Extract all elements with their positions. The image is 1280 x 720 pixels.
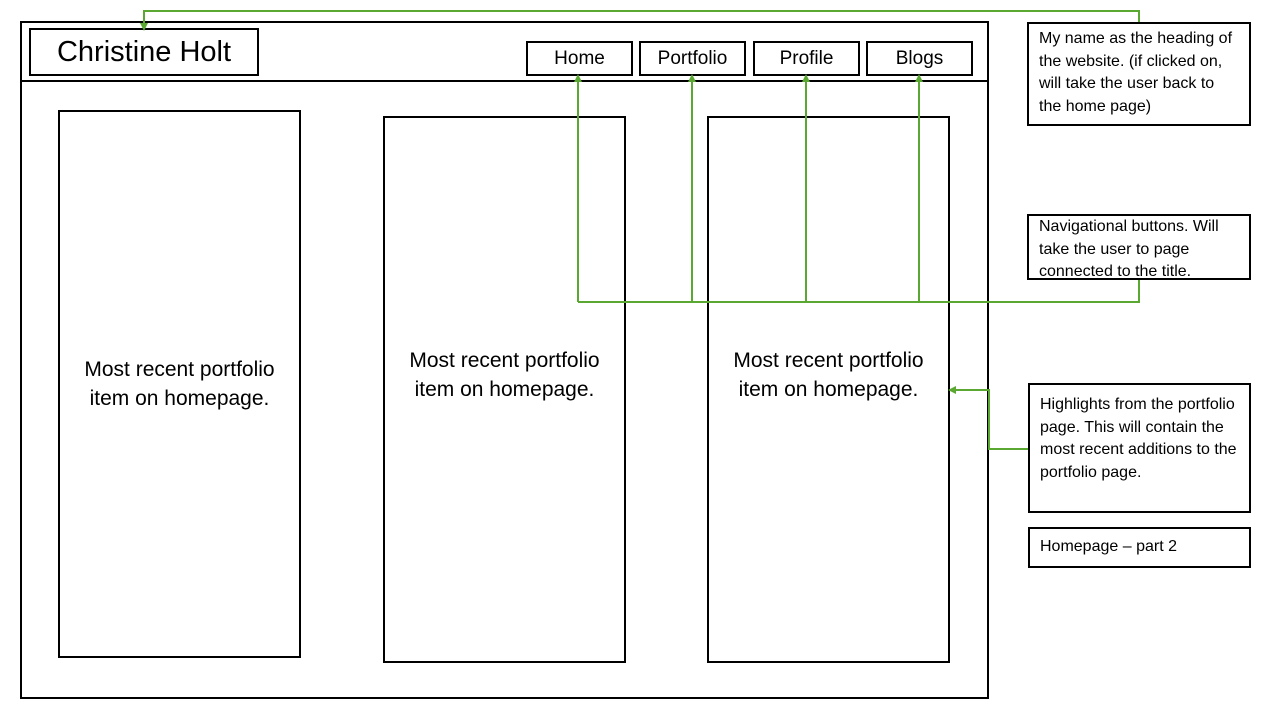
site-title[interactable]: Christine Holt bbox=[29, 28, 259, 76]
nav-portfolio-label: Portfolio bbox=[657, 47, 728, 69]
nav-annotation-text: Navigational buttons. Will take the user… bbox=[1039, 218, 1219, 280]
nav-home-button[interactable]: Home bbox=[526, 41, 633, 76]
heading-annotation: My name as the heading of the website. (… bbox=[1027, 22, 1251, 126]
nav-blogs-label: Blogs bbox=[895, 47, 944, 69]
nav-annotation: Navigational buttons. Will take the user… bbox=[1027, 214, 1251, 280]
nav-home-label: Home bbox=[554, 47, 605, 69]
nav-portfolio-button[interactable]: Portfolio bbox=[639, 41, 746, 76]
nav-blogs-button[interactable]: Blogs bbox=[866, 41, 973, 76]
portfolio-card-3-text: Most recent portfolio item on homepage. bbox=[733, 348, 924, 401]
nav-profile-button[interactable]: Profile bbox=[753, 41, 860, 76]
portfolio-card-2-text: Most recent portfolio item on homepage. bbox=[409, 348, 600, 401]
portfolio-card-2[interactable]: Most recent portfolio item on homepage. bbox=[383, 116, 626, 663]
highlights-annotation-text: Highlights from the portfolio page. This… bbox=[1040, 396, 1237, 481]
header-divider bbox=[20, 80, 989, 82]
site-title-text: Christine Holt bbox=[56, 35, 232, 68]
heading-annotation-text: My name as the heading of the website. (… bbox=[1039, 30, 1233, 115]
highlights-annotation: Highlights from the portfolio page. This… bbox=[1028, 383, 1251, 513]
portfolio-card-1-text: Most recent portfolio item on homepage. bbox=[84, 358, 275, 410]
page-label: Homepage – part 2 bbox=[1028, 527, 1251, 568]
portfolio-card-3[interactable]: Most recent portfolio item on homepage. bbox=[707, 116, 950, 663]
nav-profile-label: Profile bbox=[779, 47, 834, 69]
portfolio-card-1[interactable]: Most recent portfolio item on homepage. bbox=[58, 110, 301, 658]
page-label-text: Homepage – part 2 bbox=[1040, 538, 1177, 556]
